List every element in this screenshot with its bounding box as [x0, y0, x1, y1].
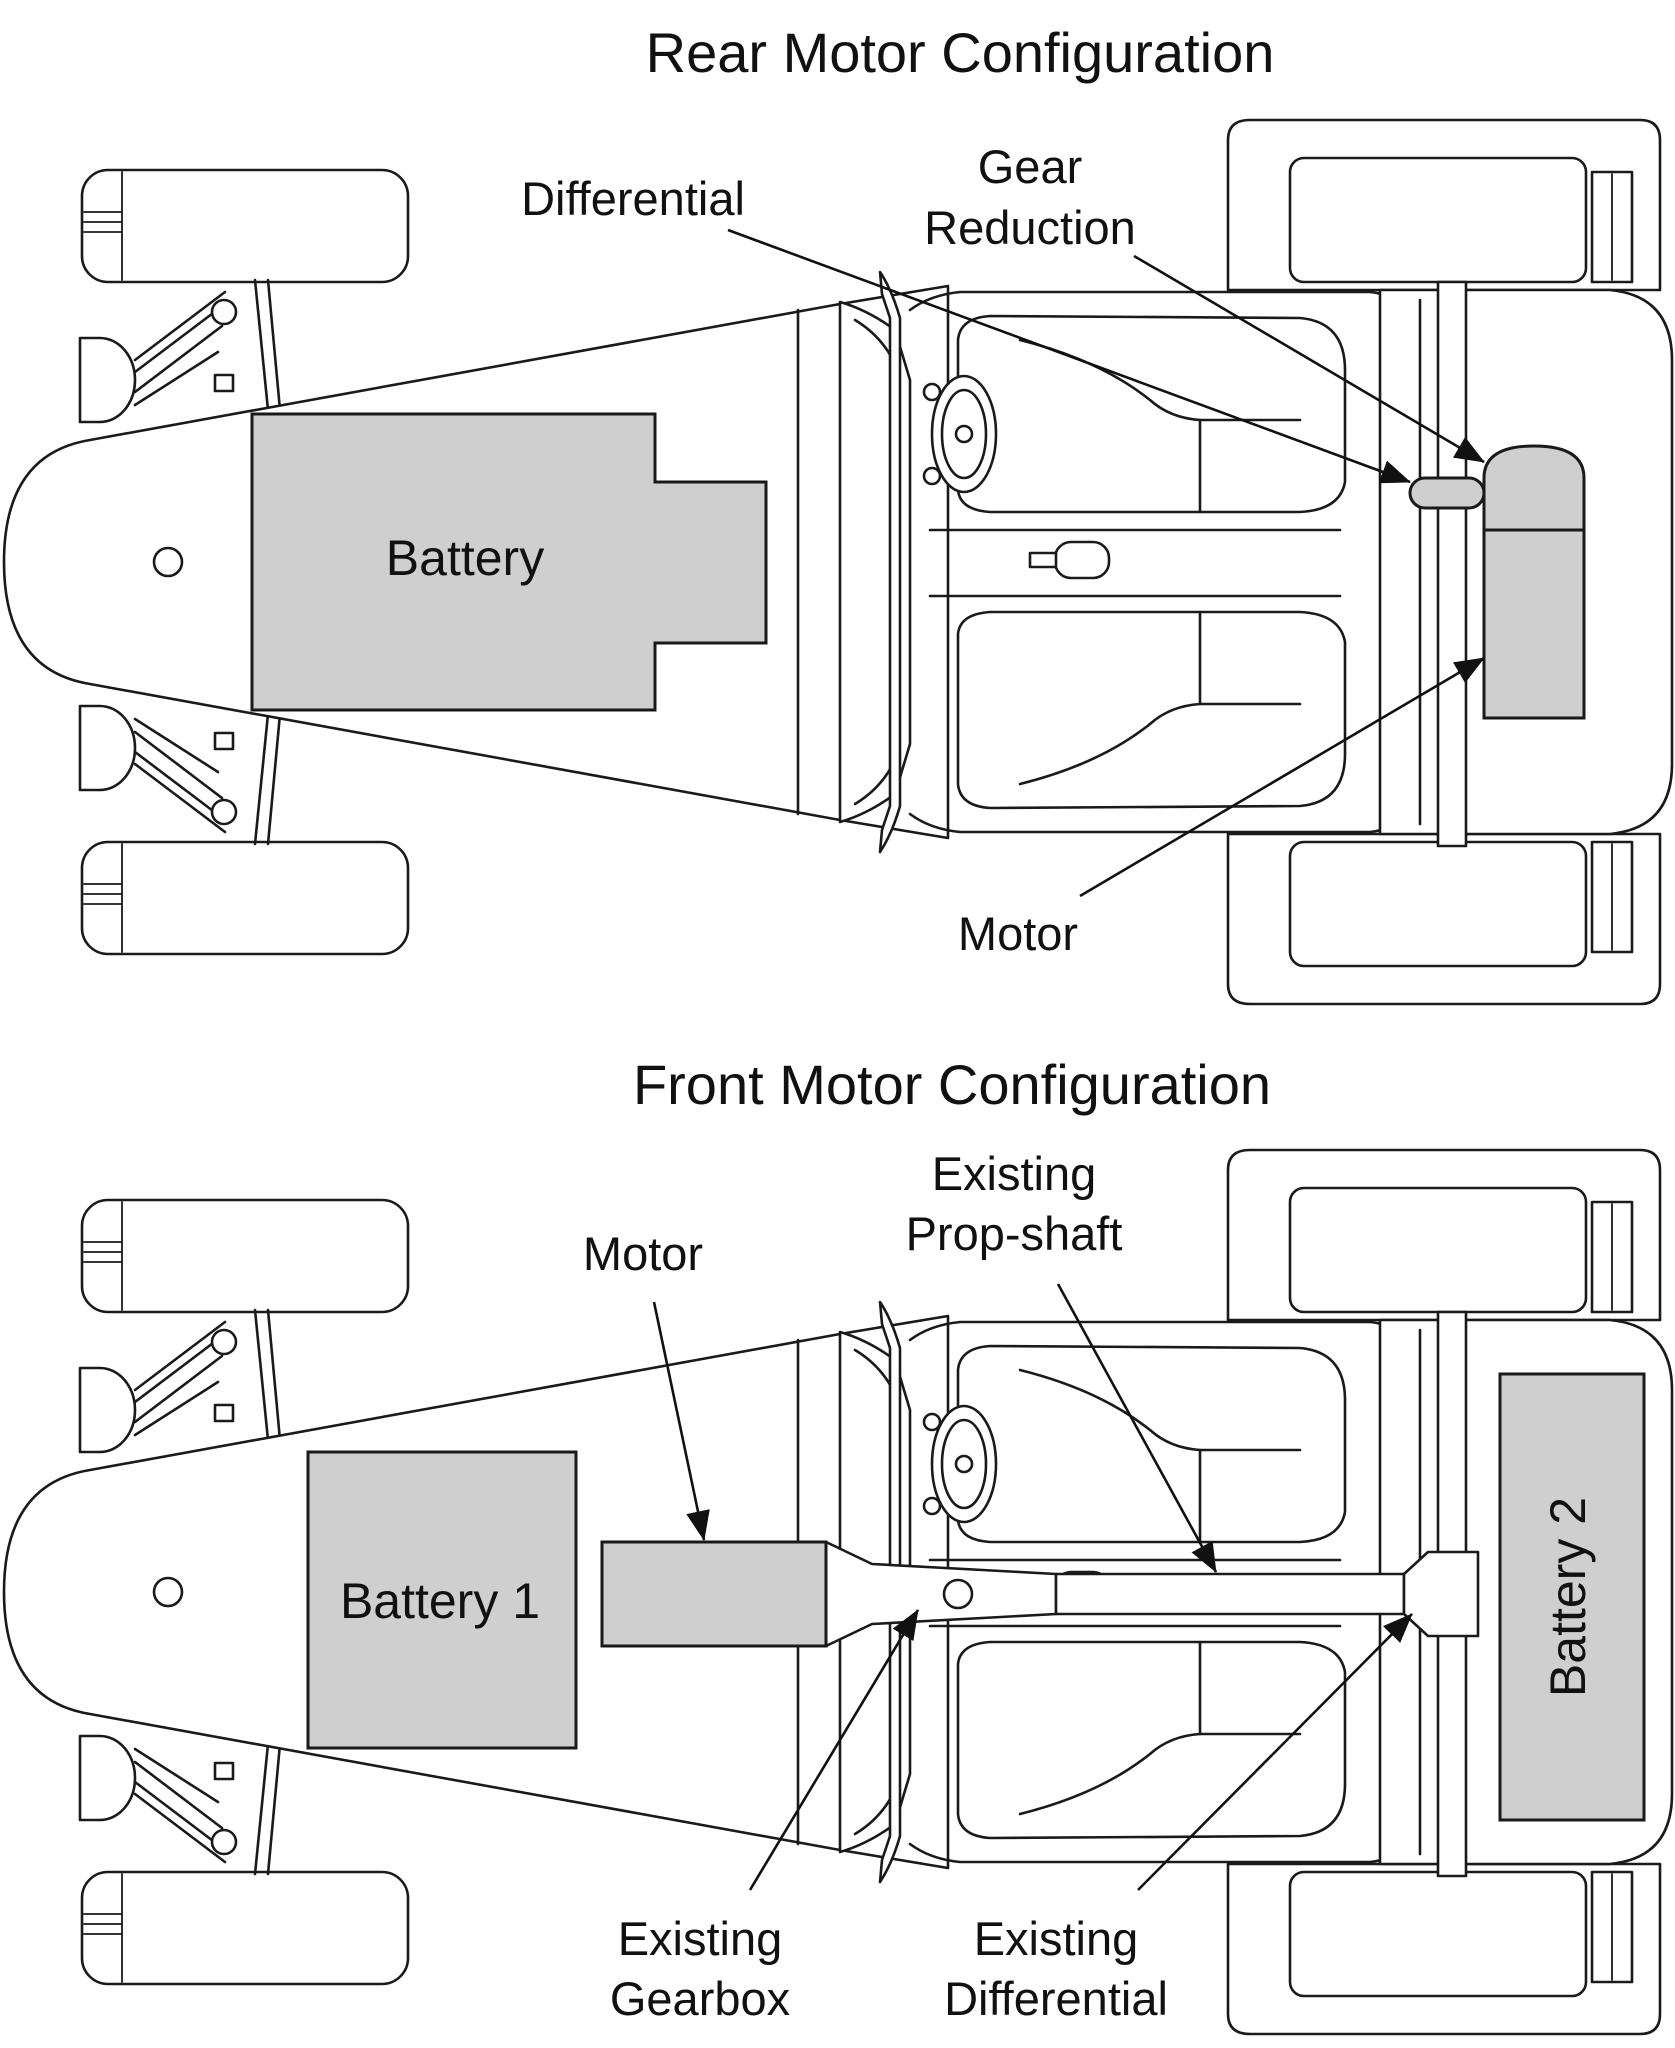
front-prop-label-line1: Existing [932, 1147, 1097, 1200]
front-diff-label-line1: Existing [974, 1912, 1139, 1965]
rear-motor-label: Motor [958, 907, 1078, 960]
front-diff-label-line2: Differential [944, 1972, 1168, 2025]
front-motor-label: Motor [583, 1227, 703, 1280]
front-config-title: Front Motor Configuration [633, 1053, 1271, 1116]
front-battery-2 [1498, 1372, 1646, 1822]
rear-motor [1482, 528, 1586, 720]
front-differential [1402, 1550, 1480, 1638]
front-battery2-label: Battery 2 [1540, 1497, 1596, 1697]
front-diff-leader [1137, 1613, 1413, 1891]
rear-battery [250, 412, 768, 712]
rear-battery-label: Battery [386, 530, 544, 586]
rear-differential-leader [727, 228, 1411, 484]
front-prop-label-line2: Prop-shaft [906, 1207, 1123, 1260]
front-motor [600, 1540, 828, 1648]
rear-gear-reduction [1482, 444, 1586, 532]
front-gearbox-mount [942, 1578, 974, 1610]
rear-gear-leader [1133, 254, 1485, 464]
front-battery1-label: Battery 1 [340, 1573, 540, 1629]
rear-motor-leader [1079, 656, 1485, 898]
front-gearbox-label-line2: Gearbox [610, 1972, 790, 2025]
rear-gear-label-line2: Reduction [924, 201, 1136, 254]
rear-differential-label: Differential [521, 172, 745, 225]
front-prop-shaft [1054, 1572, 1406, 1616]
rear-gear-label-line1: Gear [978, 140, 1083, 193]
front-gearbox-label-line1: Existing [618, 1912, 783, 1965]
front-battery-1 [306, 1450, 578, 1750]
front-prop-leader [1056, 1283, 1218, 1573]
front-motor-leader [652, 1301, 710, 1541]
front-gearbox-leader [748, 1609, 920, 1891]
rear-config-title: Rear Motor Configuration [646, 21, 1275, 84]
rear-differential [1408, 476, 1486, 510]
